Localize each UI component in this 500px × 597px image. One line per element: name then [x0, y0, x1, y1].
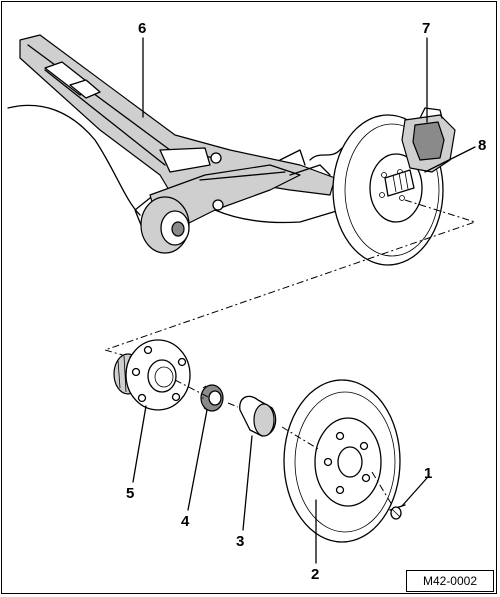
callout-6: 6 — [138, 20, 146, 37]
wheel-hub — [113, 339, 191, 411]
callout-1: 1 — [424, 465, 432, 482]
callout-2: 2 — [311, 566, 319, 583]
hub-nut — [200, 384, 224, 412]
brake-caliper — [401, 107, 456, 173]
figure-id-label: M42-0002 — [422, 574, 478, 588]
callout-4: 4 — [181, 513, 190, 530]
leader-lines — [132, 37, 476, 564]
callout-8: 8 — [478, 137, 486, 154]
rear-axle-assembly — [7, 34, 363, 254]
callout-7: 7 — [422, 20, 430, 37]
callout-3: 3 — [236, 533, 244, 550]
callout-5: 5 — [126, 485, 134, 502]
brake-disc — [283, 379, 401, 543]
figure-id-box: M42-0002 — [406, 570, 494, 592]
dust-cap — [239, 395, 277, 437]
exploded-axis-line — [174, 379, 393, 506]
disc-screw — [389, 504, 406, 520]
